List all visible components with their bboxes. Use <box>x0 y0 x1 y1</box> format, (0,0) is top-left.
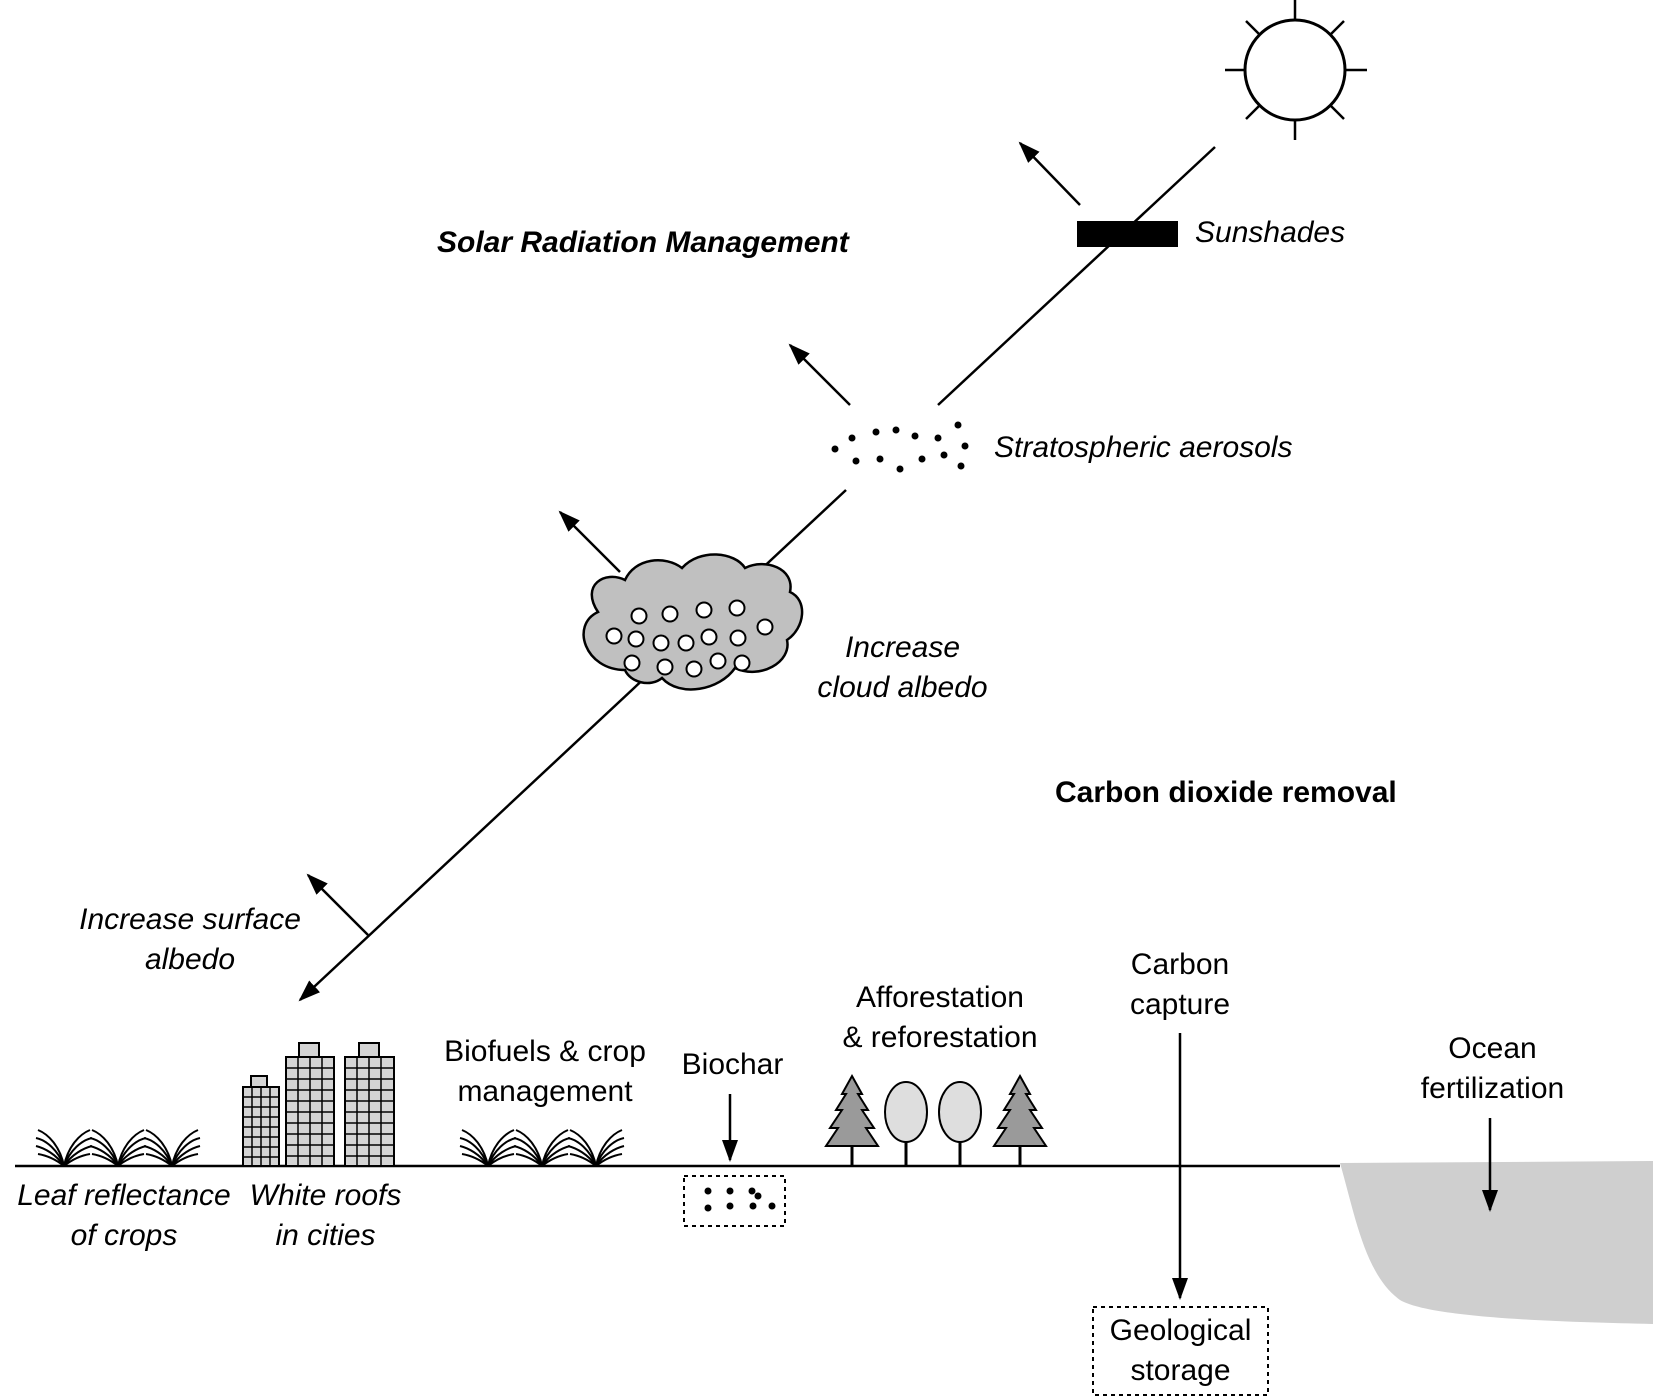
cdr-heading: Carbon dioxide removal <box>1055 776 1397 809</box>
reflection-arrows <box>306 141 1081 936</box>
trees-icon <box>824 1074 1048 1168</box>
sunshades-label: Sunshades <box>1195 216 1346 249</box>
afforestation-label: Afforestation & reforestation <box>842 981 1038 1054</box>
carbon-capture-label: Carbon capture <box>1129 948 1231 1021</box>
srm-heading: Solar Radiation Management <box>437 226 849 259</box>
cloud-albedo-label: Increase cloud albedo <box>817 631 988 704</box>
ocean-shape <box>1340 1161 1653 1324</box>
geological-storage-box <box>1092 1306 1269 1396</box>
stratospheric-aerosols-label: Stratospheric aerosols <box>994 431 1293 464</box>
cloud-icon <box>582 553 804 691</box>
surface-albedo-label: Increase surface albedo <box>79 903 301 976</box>
biofuel-crops-icon <box>459 1129 625 1167</box>
ocean-fertilization-label: Ocean fertilization <box>1420 1032 1565 1105</box>
biochar-label: Biochar <box>681 1048 784 1081</box>
white-roofs-label: White roofs in cities <box>249 1179 402 1252</box>
city-buildings-icon <box>242 1042 395 1167</box>
biochar-box <box>683 1175 786 1227</box>
sunshade-icon <box>1077 221 1178 247</box>
sun-icon <box>1225 0 1367 140</box>
biofuels-label: Biofuels & crop management <box>444 1035 646 1108</box>
leaf-reflectance-label: Leaf reflectance of crops <box>17 1179 231 1252</box>
crop-plants-icon <box>35 1129 201 1167</box>
geological-storage-label: Geological storage <box>1109 1314 1252 1387</box>
aerosol-dots-icon <box>831 421 969 473</box>
